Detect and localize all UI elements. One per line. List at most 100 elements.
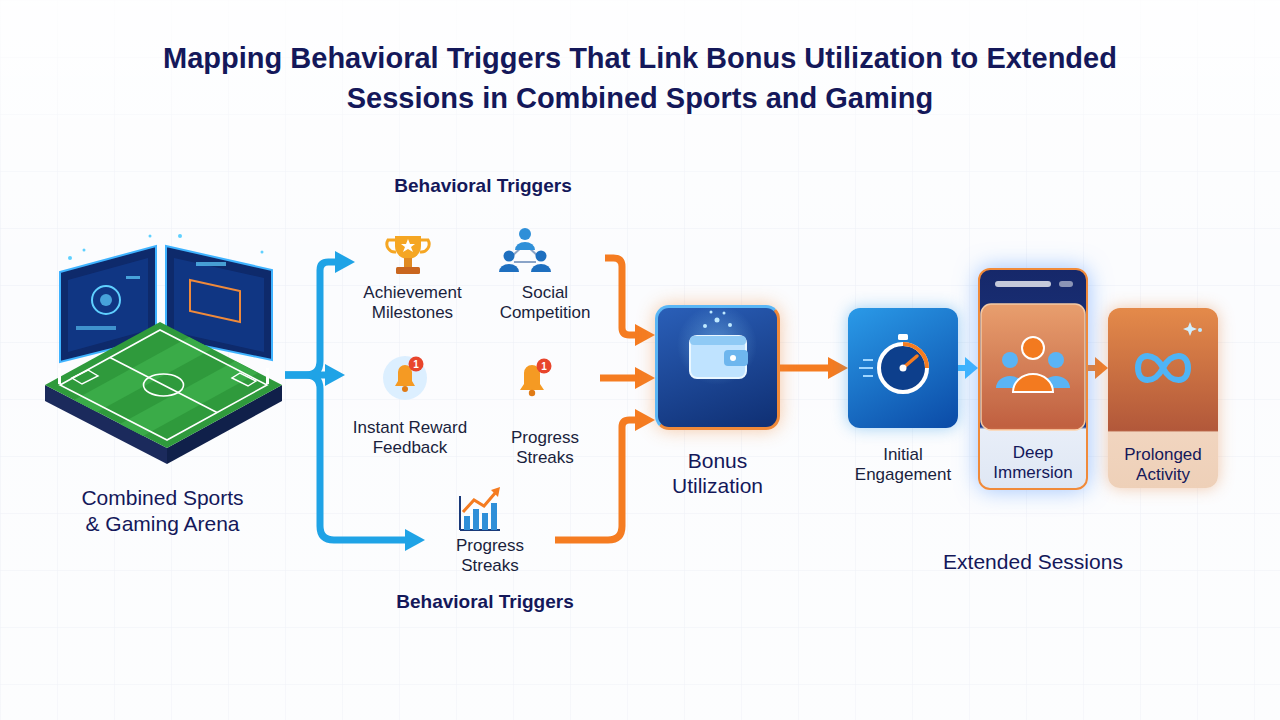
- bell-icon-part: [409, 357, 424, 372]
- arena-illustration-part: [76, 326, 116, 330]
- stopwatch-icon-part: [879, 344, 927, 392]
- arena-illustration-part: [72, 370, 98, 384]
- immersion-card-part: [1059, 281, 1073, 287]
- stopwatch-icon-part: [903, 344, 927, 368]
- social-icon-part: [499, 264, 519, 272]
- stopwatch-icon-part: [900, 365, 907, 372]
- arena-illustration-part: [110, 358, 217, 413]
- node-text: Achievement Milestones: [355, 283, 470, 323]
- chart-icon-part: [459, 496, 461, 530]
- arrow-head: [635, 409, 655, 431]
- wallet-icon-part: [677, 305, 757, 385]
- node-text: Combined Sports & Gaming Arena: [75, 485, 250, 537]
- bell-icon-part: [402, 386, 408, 392]
- immersion-card-part: [1048, 352, 1064, 368]
- arena-illustration-part: [144, 374, 184, 396]
- arena-illustration-part: [100, 294, 112, 306]
- arrow-head: [635, 324, 655, 346]
- arena-illustration-part: [149, 235, 152, 238]
- immersion-card-part: [995, 281, 1051, 287]
- infinity-icon: [1138, 322, 1202, 380]
- wallet-icon-part: [728, 323, 732, 327]
- trigger-item: Progress Streaks: [425, 488, 555, 580]
- node-text: Deep Immersion: [983, 443, 1083, 483]
- trophy-icon: [387, 236, 429, 274]
- stopwatch-icon: [859, 334, 927, 392]
- arrow-head: [325, 364, 345, 386]
- section-heading: Behavioral Triggers: [373, 174, 593, 198]
- trophy-icon-part: [396, 267, 420, 274]
- trophy-icon-part: [420, 240, 429, 252]
- badge-number: 1: [409, 357, 424, 372]
- stopwatch-icon-part: [863, 359, 873, 361]
- arena-illustration: [45, 234, 282, 464]
- immersion-card-part: [1013, 374, 1053, 392]
- immersion-card-part: [1002, 352, 1018, 368]
- trigger-item: Social Competition: [485, 228, 605, 323]
- arena-illustration-part: [261, 251, 264, 254]
- bell-icon: [383, 356, 427, 400]
- chart-icon-part: [491, 487, 500, 497]
- arena-illustration-part: [232, 373, 256, 386]
- arena-illustration-part: [60, 330, 267, 440]
- stage-tile: Prolonged Activity: [1108, 308, 1218, 488]
- group-label: Extended Sessions: [923, 549, 1143, 575]
- immersion-card-part: [981, 304, 1085, 430]
- wallet-icon-part: [723, 312, 726, 315]
- flow-connector: [605, 258, 637, 335]
- wallet-icon-part: [715, 318, 720, 323]
- trophy-icon-part: [387, 240, 396, 252]
- arena-illustration-part: [266, 368, 269, 384]
- arena-illustration-part: [58, 368, 61, 384]
- social-icon-part: [531, 264, 551, 272]
- wallet-icon-part: [724, 350, 748, 366]
- arena-illustration-part: [178, 234, 182, 238]
- immersion-card-part: [1022, 337, 1044, 359]
- arrow-head: [635, 367, 655, 389]
- node-text: Social Competition: [485, 283, 605, 323]
- arrow-head: [965, 357, 978, 379]
- section-heading: Behavioral Triggers: [375, 590, 595, 614]
- wallet-icon-part: [703, 324, 707, 328]
- flow-connector: [780, 365, 830, 372]
- stopwatch-icon-part: [859, 367, 873, 369]
- flow-connector: [600, 375, 637, 382]
- trophy-icon-part: [401, 239, 415, 252]
- infinity-icon-part: [1183, 322, 1197, 336]
- wallet-icon: [677, 305, 757, 385]
- social-icon-part: [504, 251, 515, 262]
- bell-icon-part: [529, 390, 535, 396]
- chart-icon-part: [482, 513, 488, 530]
- arrow-head: [1095, 357, 1108, 379]
- chart-icon-part: [491, 503, 497, 530]
- node-text: Initial Engagement: [843, 445, 963, 485]
- trophy-icon-part: [404, 258, 412, 267]
- wallet-icon-part: [710, 311, 713, 314]
- stopwatch-icon-part: [898, 334, 908, 340]
- immersion-card: [981, 281, 1085, 430]
- wallet-icon-part: [730, 355, 736, 361]
- stopwatch-icon-part: [863, 375, 873, 377]
- social-icon-part: [515, 242, 535, 250]
- node-text: Progress Streaks: [490, 428, 600, 468]
- social-icon-part: [514, 261, 536, 263]
- bell-icon-part: [383, 356, 427, 400]
- arrow-head: [405, 529, 425, 551]
- bell-icon: [520, 359, 552, 397]
- chart-icon-part: [473, 509, 479, 530]
- flow-connector: [285, 262, 337, 375]
- node-text: Progress Streaks: [435, 536, 545, 576]
- flow-connector: [285, 375, 407, 540]
- node-text: Prolonged Activity: [1111, 445, 1215, 485]
- trophy-icon-part: [395, 236, 421, 259]
- social-icon-part: [536, 251, 547, 262]
- arrow-head: [828, 357, 848, 379]
- chart-icon-part: [463, 492, 496, 512]
- social-icon-part: [519, 228, 531, 240]
- arena-illustration-part: [196, 262, 226, 266]
